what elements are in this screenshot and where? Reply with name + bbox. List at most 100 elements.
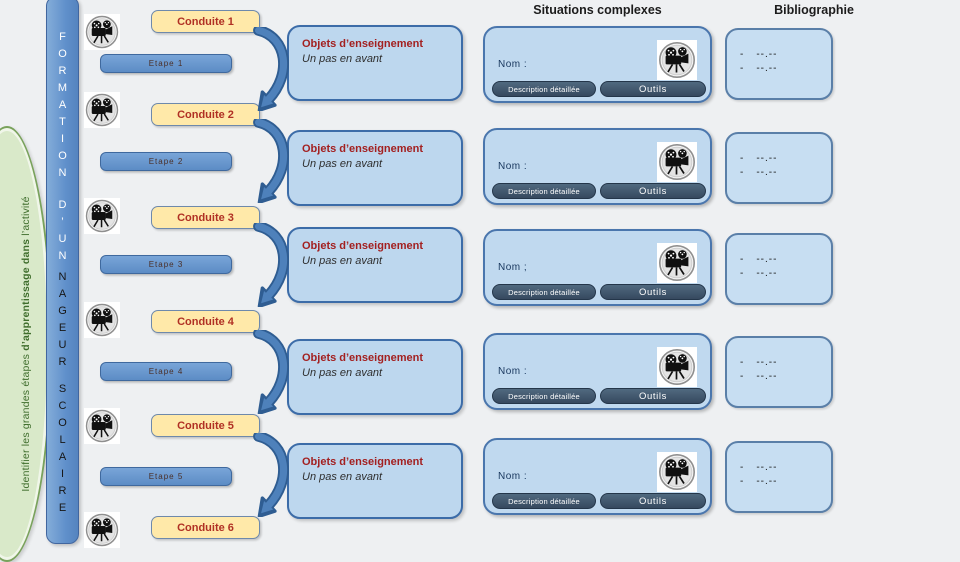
etape-label: Etape 3 (148, 260, 184, 269)
film-projector-icon (84, 198, 120, 234)
bibliography-line: - --.-- (740, 476, 831, 487)
film-projector-icon[interactable] (657, 243, 697, 283)
objet-title: Objets d’enseignement (302, 456, 424, 468)
ellipse-text-part: d’apprentissage dans (20, 238, 32, 351)
bibliography-card: - --.-- - --.-- (725, 233, 833, 305)
bibliography-card: - --.-- - --.-- (725, 336, 833, 408)
film-projector-icon[interactable] (657, 40, 697, 80)
bibliography-line: - --.-- (740, 153, 831, 164)
bibliography-placeholder: --.-- (756, 167, 778, 178)
conduite-label: Conduite 5 (177, 419, 234, 432)
bibliography-placeholder: --.-- (756, 371, 778, 382)
curved-flow-arrow-icon (253, 433, 289, 517)
film-projector-icon[interactable] (84, 512, 120, 548)
film-projector-icon (84, 408, 120, 444)
film-projector-icon (657, 142, 697, 182)
film-projector-icon (84, 14, 120, 50)
objet-title: Objets d’enseignement (302, 38, 424, 50)
film-projector-icon (657, 243, 697, 283)
situations-complexes-header: Situations complexes (533, 3, 662, 17)
film-projector-icon[interactable] (84, 302, 120, 338)
etape-label: Etape 5 (148, 472, 184, 481)
bibliography-placeholder: --.-- (756, 63, 778, 74)
slide-canvas: Situations complexes Bibliographie Ident… (0, 0, 854, 562)
film-projector-icon[interactable] (84, 92, 120, 128)
conduite-label: Conduite 6 (177, 521, 234, 534)
bibliography-card: - --.-- - --.-- (725, 132, 833, 204)
description-detaillee-button[interactable]: Description détaillée (492, 388, 596, 404)
objet-title: Objets d’enseignement (302, 240, 424, 252)
etape-button[interactable]: Etape 4 (100, 362, 232, 381)
bibliography-card: - --.-- - --.-- (725, 28, 833, 100)
description-detaillee-button[interactable]: Description détaillée (492, 81, 596, 97)
conduite-box[interactable]: Conduite 2 (151, 103, 260, 126)
outils-button[interactable]: Outils (600, 388, 706, 404)
etape-button[interactable]: Etape 1 (100, 54, 232, 73)
objet-title: Objets d’enseignement (302, 352, 424, 364)
etape-button[interactable]: Etape 3 (100, 255, 232, 274)
nom-label: Nom : (498, 471, 528, 482)
curved-flow-arrow-icon (253, 119, 289, 203)
nom-label: Nom : (498, 59, 528, 70)
situation-complexe-card: Nom : Description détaillée Outils (483, 128, 712, 205)
nom-label: Nom ; (498, 262, 528, 273)
description-detaillee-button[interactable]: Description détaillée (492, 183, 596, 199)
bibliography-bullet: - (740, 268, 744, 279)
bibliography-bullet: - (740, 254, 744, 265)
conduite-box[interactable]: Conduite 6 (151, 516, 260, 539)
outils-button[interactable]: Outils (600, 493, 706, 509)
outils-button[interactable]: Outils (600, 81, 706, 97)
etape-button[interactable]: Etape 2 (100, 152, 232, 171)
bibliography-bullet: - (740, 153, 744, 164)
film-projector-icon[interactable] (657, 347, 697, 387)
conduite-label: Conduite 2 (177, 108, 234, 121)
film-projector-icon[interactable] (84, 198, 120, 234)
objets-enseignement-card: Objets d’enseignement Un pas en avant (287, 25, 463, 101)
situation-complexe-card: Nom : Description détaillée Outils (483, 333, 712, 410)
conduite-box[interactable]: Conduite 3 (151, 206, 260, 229)
bibliography-line: - --.-- (740, 49, 831, 60)
outils-button[interactable]: Outils (600, 284, 706, 300)
objet-title: Objets d’enseignement (302, 143, 424, 155)
film-projector-icon[interactable] (84, 408, 120, 444)
situation-complexe-card: Nom ; Description détaillée Outils (483, 229, 712, 306)
curved-flow-arrow-icon (253, 330, 289, 414)
objet-subtitle: Un pas en avant (302, 471, 383, 483)
film-projector-icon (657, 347, 697, 387)
conduite-box[interactable]: Conduite 1 (151, 10, 260, 33)
bibliography-bullet: - (740, 462, 744, 473)
description-detaillee-button[interactable]: Description détaillée (492, 493, 596, 509)
outils-button[interactable]: Outils (600, 183, 706, 199)
bibliography-bullet: - (740, 63, 744, 74)
bibliography-line: - --.-- (740, 63, 831, 74)
film-projector-icon[interactable] (657, 142, 697, 182)
objets-enseignement-card: Objets d’enseignement Un pas en avant (287, 339, 463, 415)
etape-label: Etape 1 (148, 59, 184, 68)
description-detaillee-button[interactable]: Description détaillée (492, 284, 596, 300)
learning-steps-ellipse: Identifier les grandes étapes d’apprenti… (0, 126, 52, 562)
conduite-box[interactable]: Conduite 5 (151, 414, 260, 437)
bibliography-line: - --.-- (740, 371, 831, 382)
film-projector-icon[interactable] (84, 14, 120, 50)
conduite-label: Conduite 1 (177, 15, 234, 28)
bibliography-placeholder: --.-- (756, 476, 778, 487)
bibliography-bullet: - (740, 476, 744, 487)
conduite-box[interactable]: Conduite 4 (151, 310, 260, 333)
nom-label: Nom : (498, 366, 528, 377)
situation-complexe-card: Nom : Description détaillée Outils (483, 438, 712, 515)
bibliography-bullet: - (740, 371, 744, 382)
bibliography-line: - --.-- (740, 357, 831, 368)
bibliography-line: - --.-- (740, 268, 831, 279)
objets-enseignement-card: Objets d’enseignement Un pas en avant (287, 227, 463, 303)
film-projector-icon (84, 302, 120, 338)
etape-button[interactable]: Etape 5 (100, 467, 232, 486)
bibliography-line: - --.-- (740, 167, 831, 178)
nom-label: Nom : (498, 161, 528, 172)
film-projector-icon[interactable] (657, 452, 697, 492)
objet-subtitle: Un pas en avant (302, 255, 383, 267)
